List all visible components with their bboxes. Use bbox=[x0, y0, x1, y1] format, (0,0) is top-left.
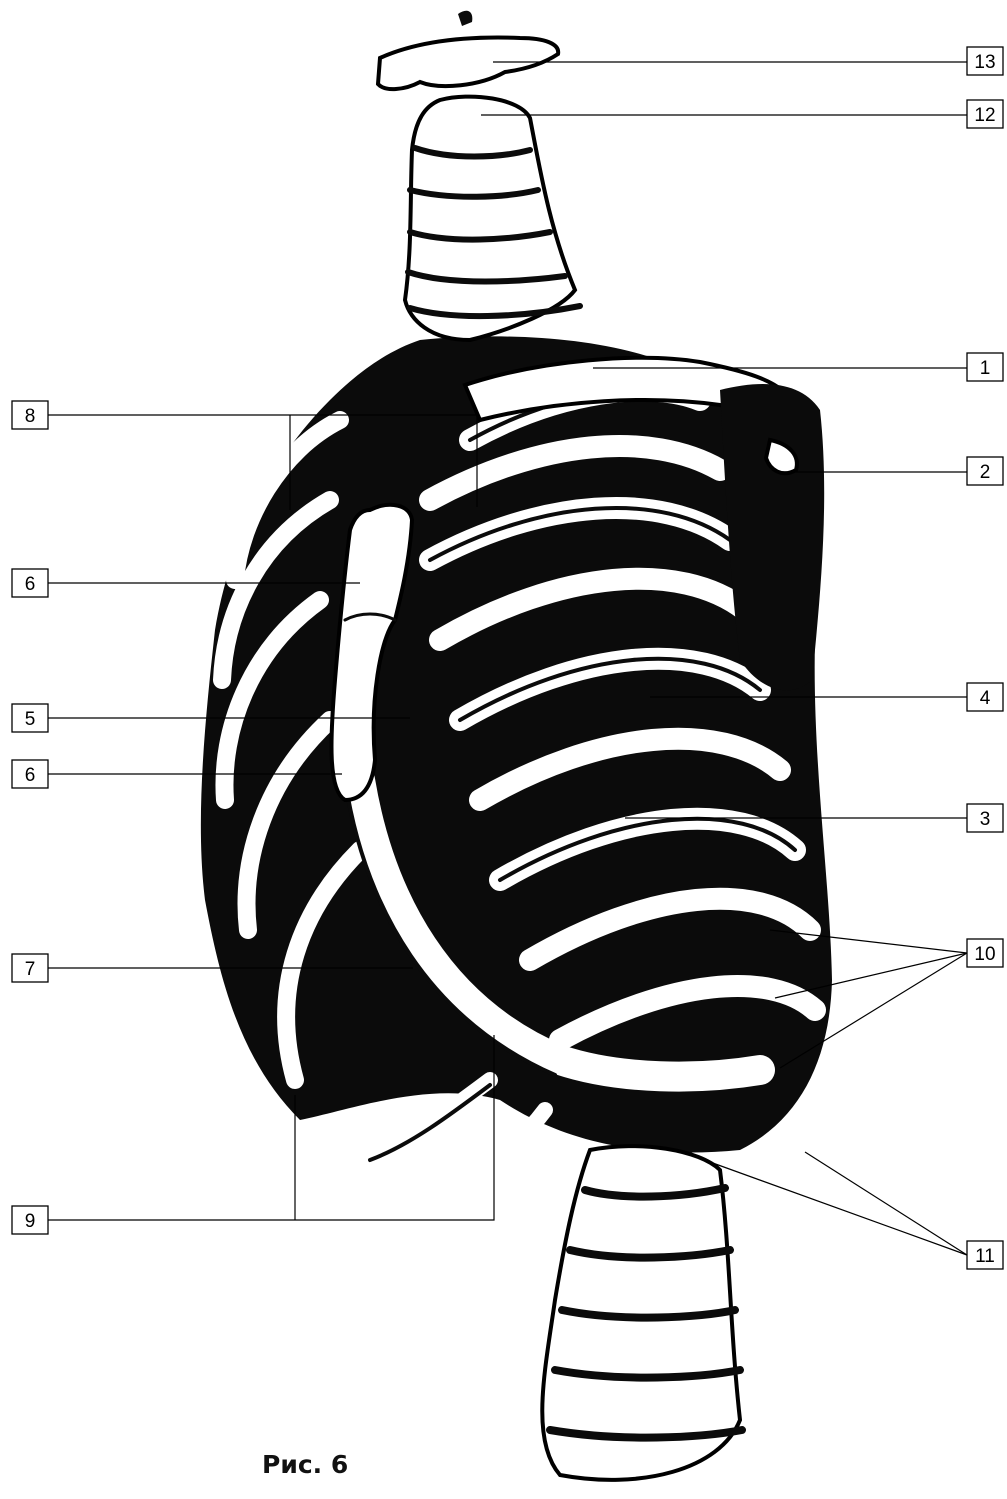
skeleton-illustration bbox=[201, 11, 832, 1480]
svg-text:11: 11 bbox=[975, 1246, 995, 1267]
svg-text:3: 3 bbox=[980, 809, 991, 830]
leader-11a bbox=[710, 1162, 967, 1255]
label-3: 3 bbox=[967, 804, 1003, 832]
svg-text:2: 2 bbox=[980, 462, 991, 483]
svg-text:1: 1 bbox=[980, 358, 991, 379]
label-6-upper: 6 bbox=[12, 569, 48, 597]
label-8: 8 bbox=[12, 401, 48, 429]
label-11: 11 bbox=[967, 1241, 1003, 1269]
label-9: 9 bbox=[12, 1206, 48, 1234]
svg-text:9: 9 bbox=[25, 1211, 36, 1232]
svg-text:6: 6 bbox=[25, 765, 36, 786]
svg-text:10: 10 bbox=[974, 944, 995, 965]
svg-text:7: 7 bbox=[25, 959, 36, 980]
label-4: 4 bbox=[967, 683, 1003, 711]
label-2: 2 bbox=[967, 457, 1003, 485]
label-13: 13 bbox=[967, 47, 1003, 75]
figure-caption: Рис. 6 bbox=[262, 1450, 348, 1479]
label-12: 12 bbox=[967, 100, 1003, 128]
label-7: 7 bbox=[12, 954, 48, 982]
label-10: 10 bbox=[967, 939, 1003, 967]
svg-text:5: 5 bbox=[25, 709, 36, 730]
label-6-lower: 6 bbox=[12, 760, 48, 788]
label-1: 1 bbox=[967, 353, 1003, 381]
svg-text:4: 4 bbox=[980, 688, 991, 709]
svg-text:6: 6 bbox=[25, 574, 36, 595]
svg-text:13: 13 bbox=[974, 52, 995, 73]
label-5: 5 bbox=[12, 704, 48, 732]
svg-text:8: 8 bbox=[25, 406, 36, 427]
svg-text:12: 12 bbox=[974, 105, 995, 126]
leader-11b bbox=[805, 1152, 967, 1255]
